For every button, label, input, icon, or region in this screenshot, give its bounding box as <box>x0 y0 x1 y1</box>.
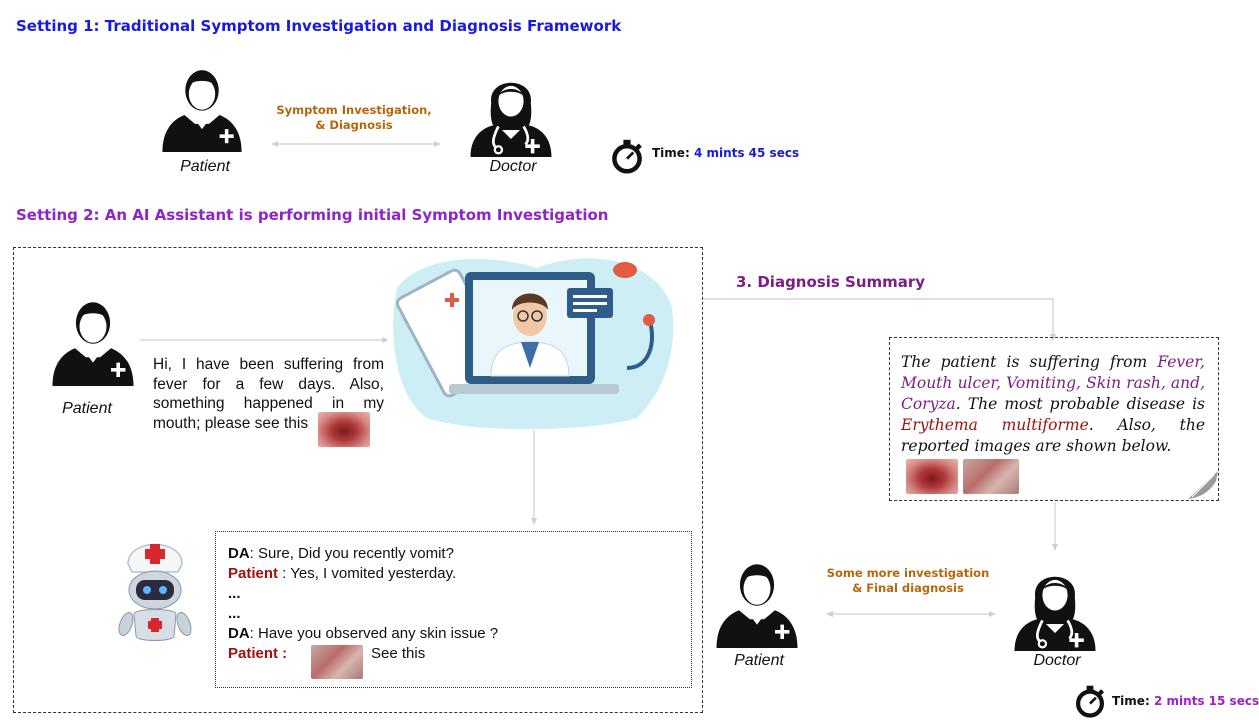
arrow-to-chat <box>531 430 537 525</box>
page-curl-icon <box>1188 471 1218 499</box>
ai-doctor-illustration <box>387 248 675 430</box>
arrow-label: Some more investigation & Final diagnosi… <box>826 566 990 595</box>
chat-ellipsis: ... <box>228 585 241 602</box>
chat-lines: DA: Sure, Did you recently vomit? Patien… <box>228 544 678 664</box>
doctor-icon <box>1013 575 1097 653</box>
patient-icon <box>162 70 242 152</box>
double-arrow <box>826 611 996 617</box>
setting2-container <box>13 247 703 713</box>
robot-nurse-icon <box>118 543 192 641</box>
chat-line: Patient :See this <box>228 645 426 662</box>
chat-line: Patient : Yes, I vomited yesterday. <box>228 565 457 582</box>
double-arrow <box>271 141 441 147</box>
diagnosis-heading: 3. Diagnosis Summary <box>736 273 926 291</box>
patient-icon <box>716 564 798 648</box>
patient-label: Patient <box>180 158 230 175</box>
chat-transcript <box>215 531 692 688</box>
chat-ellipsis: ... <box>228 605 241 622</box>
stopwatch-icon <box>607 138 647 174</box>
doctor-icon <box>469 81 553 159</box>
time-readout: Time: 2 mints 15 secs <box>1112 694 1259 708</box>
skin-image <box>311 645 363 679</box>
chat-line: DA: Have you observed any skin issue ? <box>228 625 499 642</box>
patient-icon <box>52 302 134 386</box>
time-readout: Time: 4 mints 45 secs <box>652 146 800 160</box>
arrow-to-ai <box>140 337 389 343</box>
patient-message: Hi, I have been suffering from fever for… <box>153 356 384 432</box>
mouth-image <box>318 412 370 447</box>
mouth-image <box>906 459 958 494</box>
diagnosis-summary-text: The patient is suffering from Fever, Mou… <box>901 353 1206 455</box>
doctor-label: Doctor <box>1033 652 1081 669</box>
doctor-label: Doctor <box>489 158 537 175</box>
skin-image <box>963 459 1019 494</box>
patient-label: Patient <box>734 652 784 669</box>
setting2-heading: Setting 2: An AI Assistant is performing… <box>16 206 609 224</box>
connector-line <box>703 298 1056 341</box>
stopwatch-icon <box>1072 684 1108 718</box>
diagnosis-summary-box <box>889 337 1219 501</box>
arrow-to-doctor <box>1052 502 1058 551</box>
patient-label: Patient <box>62 400 112 417</box>
arrow-label: Symptom Investigation, & Diagnosis <box>276 103 432 132</box>
chat-line: DA: Sure, Did you recently vomit? <box>228 545 454 562</box>
setting1-heading: Setting 1: Traditional Symptom Investiga… <box>16 17 622 35</box>
